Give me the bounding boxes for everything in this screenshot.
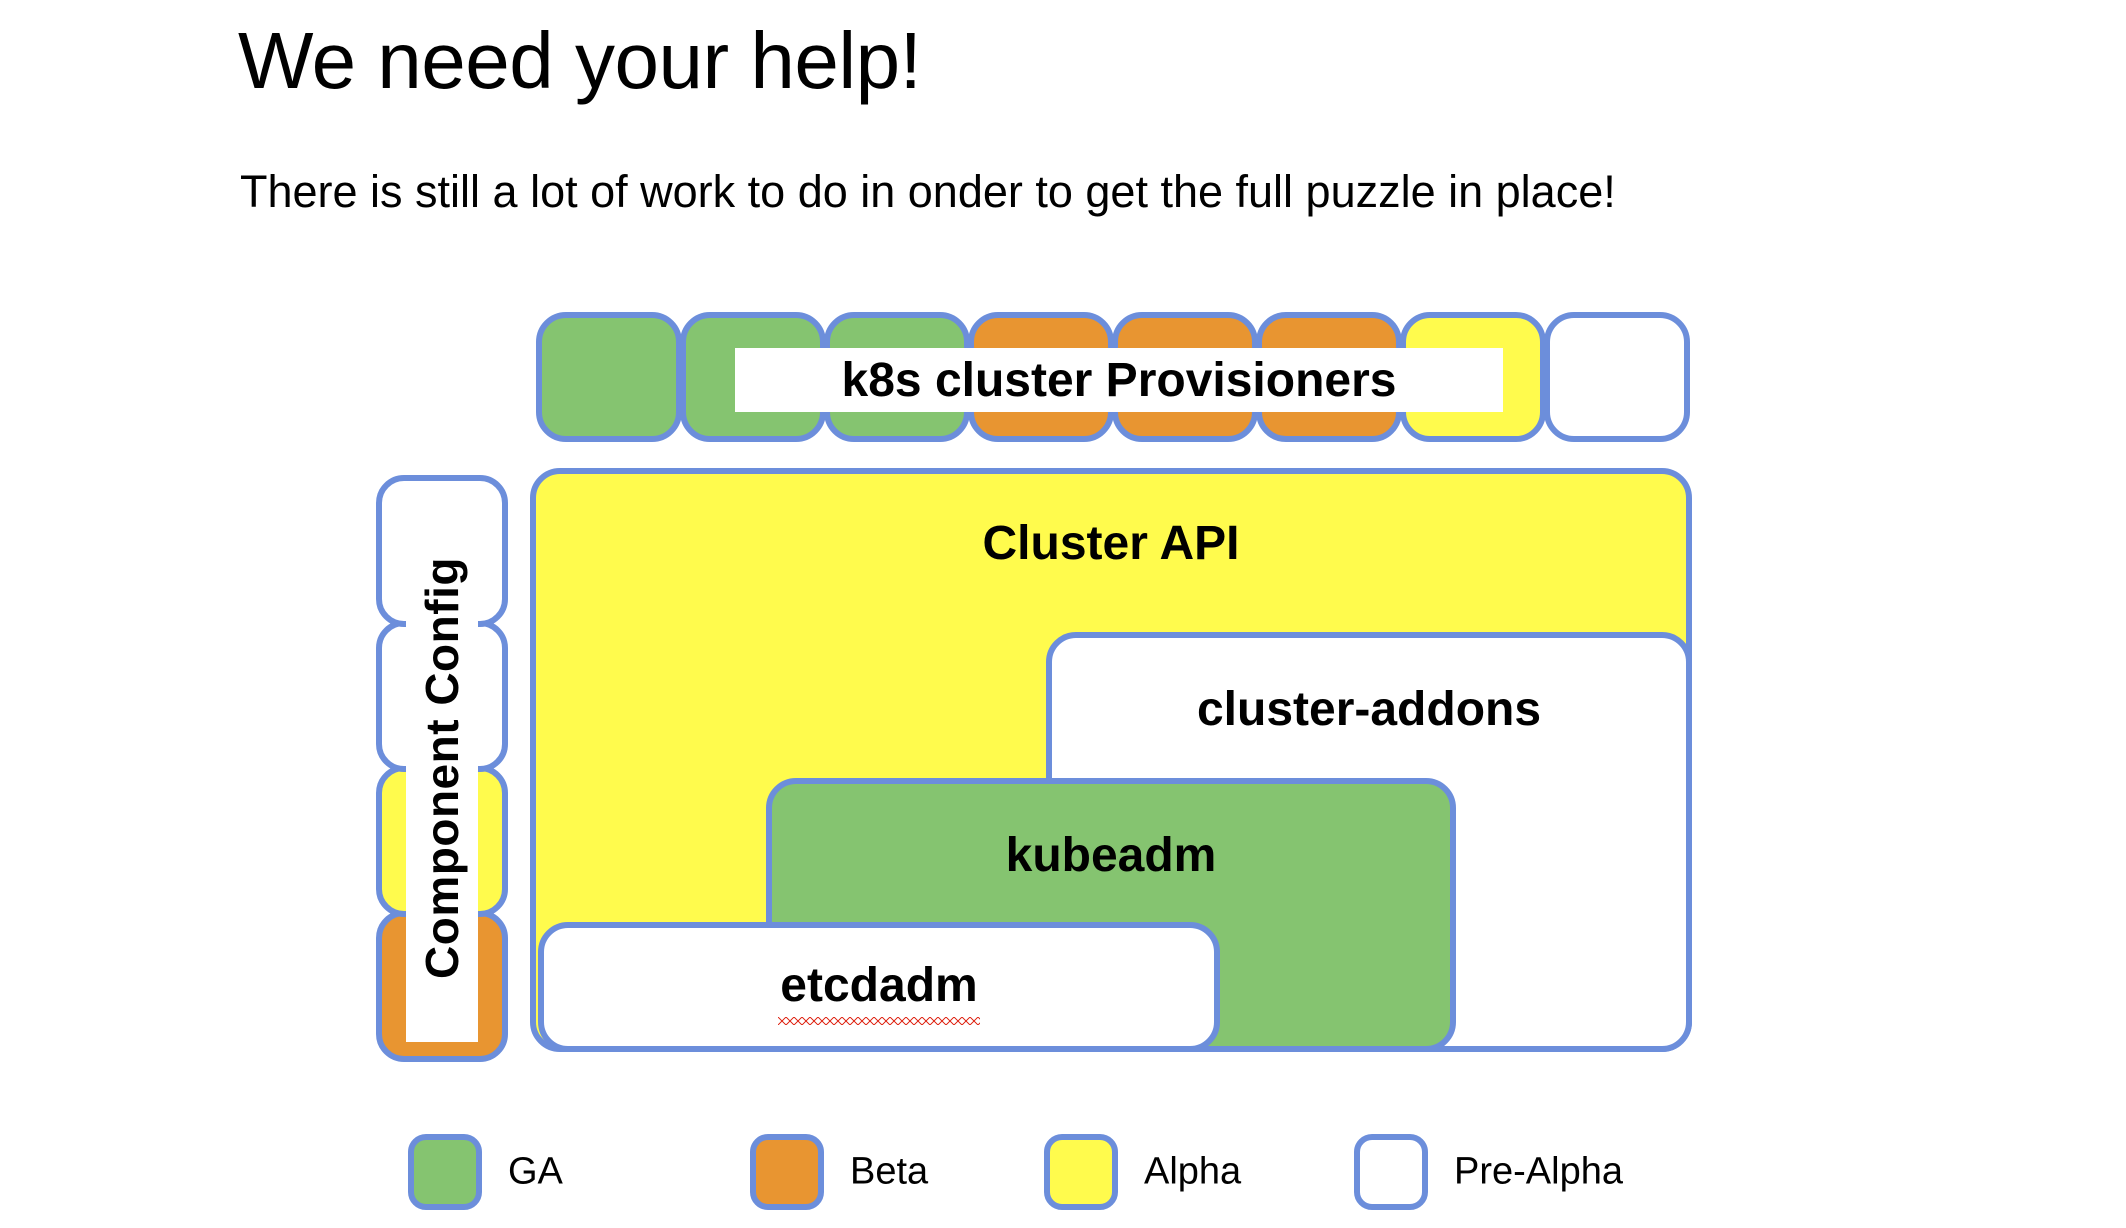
box-etcdadm[interactable]: etcdadm: [538, 922, 1220, 1052]
page-title: We need your help!: [238, 16, 922, 105]
legend-label-beta: Beta: [850, 1150, 929, 1193]
box-etcdadm-label: etcdadm: [544, 958, 1214, 1025]
legend-label-alpha: Alpha: [1144, 1150, 1242, 1193]
legend-swatch-pre-alpha: [1354, 1134, 1428, 1210]
component-config-label-text: Component Config: [416, 557, 469, 979]
legend-swatch-beta: [750, 1134, 824, 1210]
provisioner-box-1[interactable]: [536, 312, 682, 442]
box-cluster-addons-label: cluster-addons: [1196, 683, 1542, 736]
legend-swatch-alpha: [1044, 1134, 1118, 1210]
spellcheck-underline-icon: etcdadm: [778, 959, 981, 1025]
component-config-label: Component Config: [406, 494, 478, 1042]
legend-label-ga: GA: [508, 1150, 563, 1193]
box-cluster-api-label: Cluster API: [982, 517, 1240, 570]
page-subtitle: There is still a lot of work to do in on…: [240, 166, 1616, 217]
provisioner-row-label: k8s cluster Provisioners: [735, 348, 1503, 412]
legend-swatch-ga: [408, 1134, 482, 1210]
provisioner-box-8[interactable]: [1544, 312, 1690, 442]
legend-label-pre-alpha: Pre-Alpha: [1454, 1150, 1623, 1193]
box-kubeadm-label: kubeadm: [1005, 829, 1217, 882]
